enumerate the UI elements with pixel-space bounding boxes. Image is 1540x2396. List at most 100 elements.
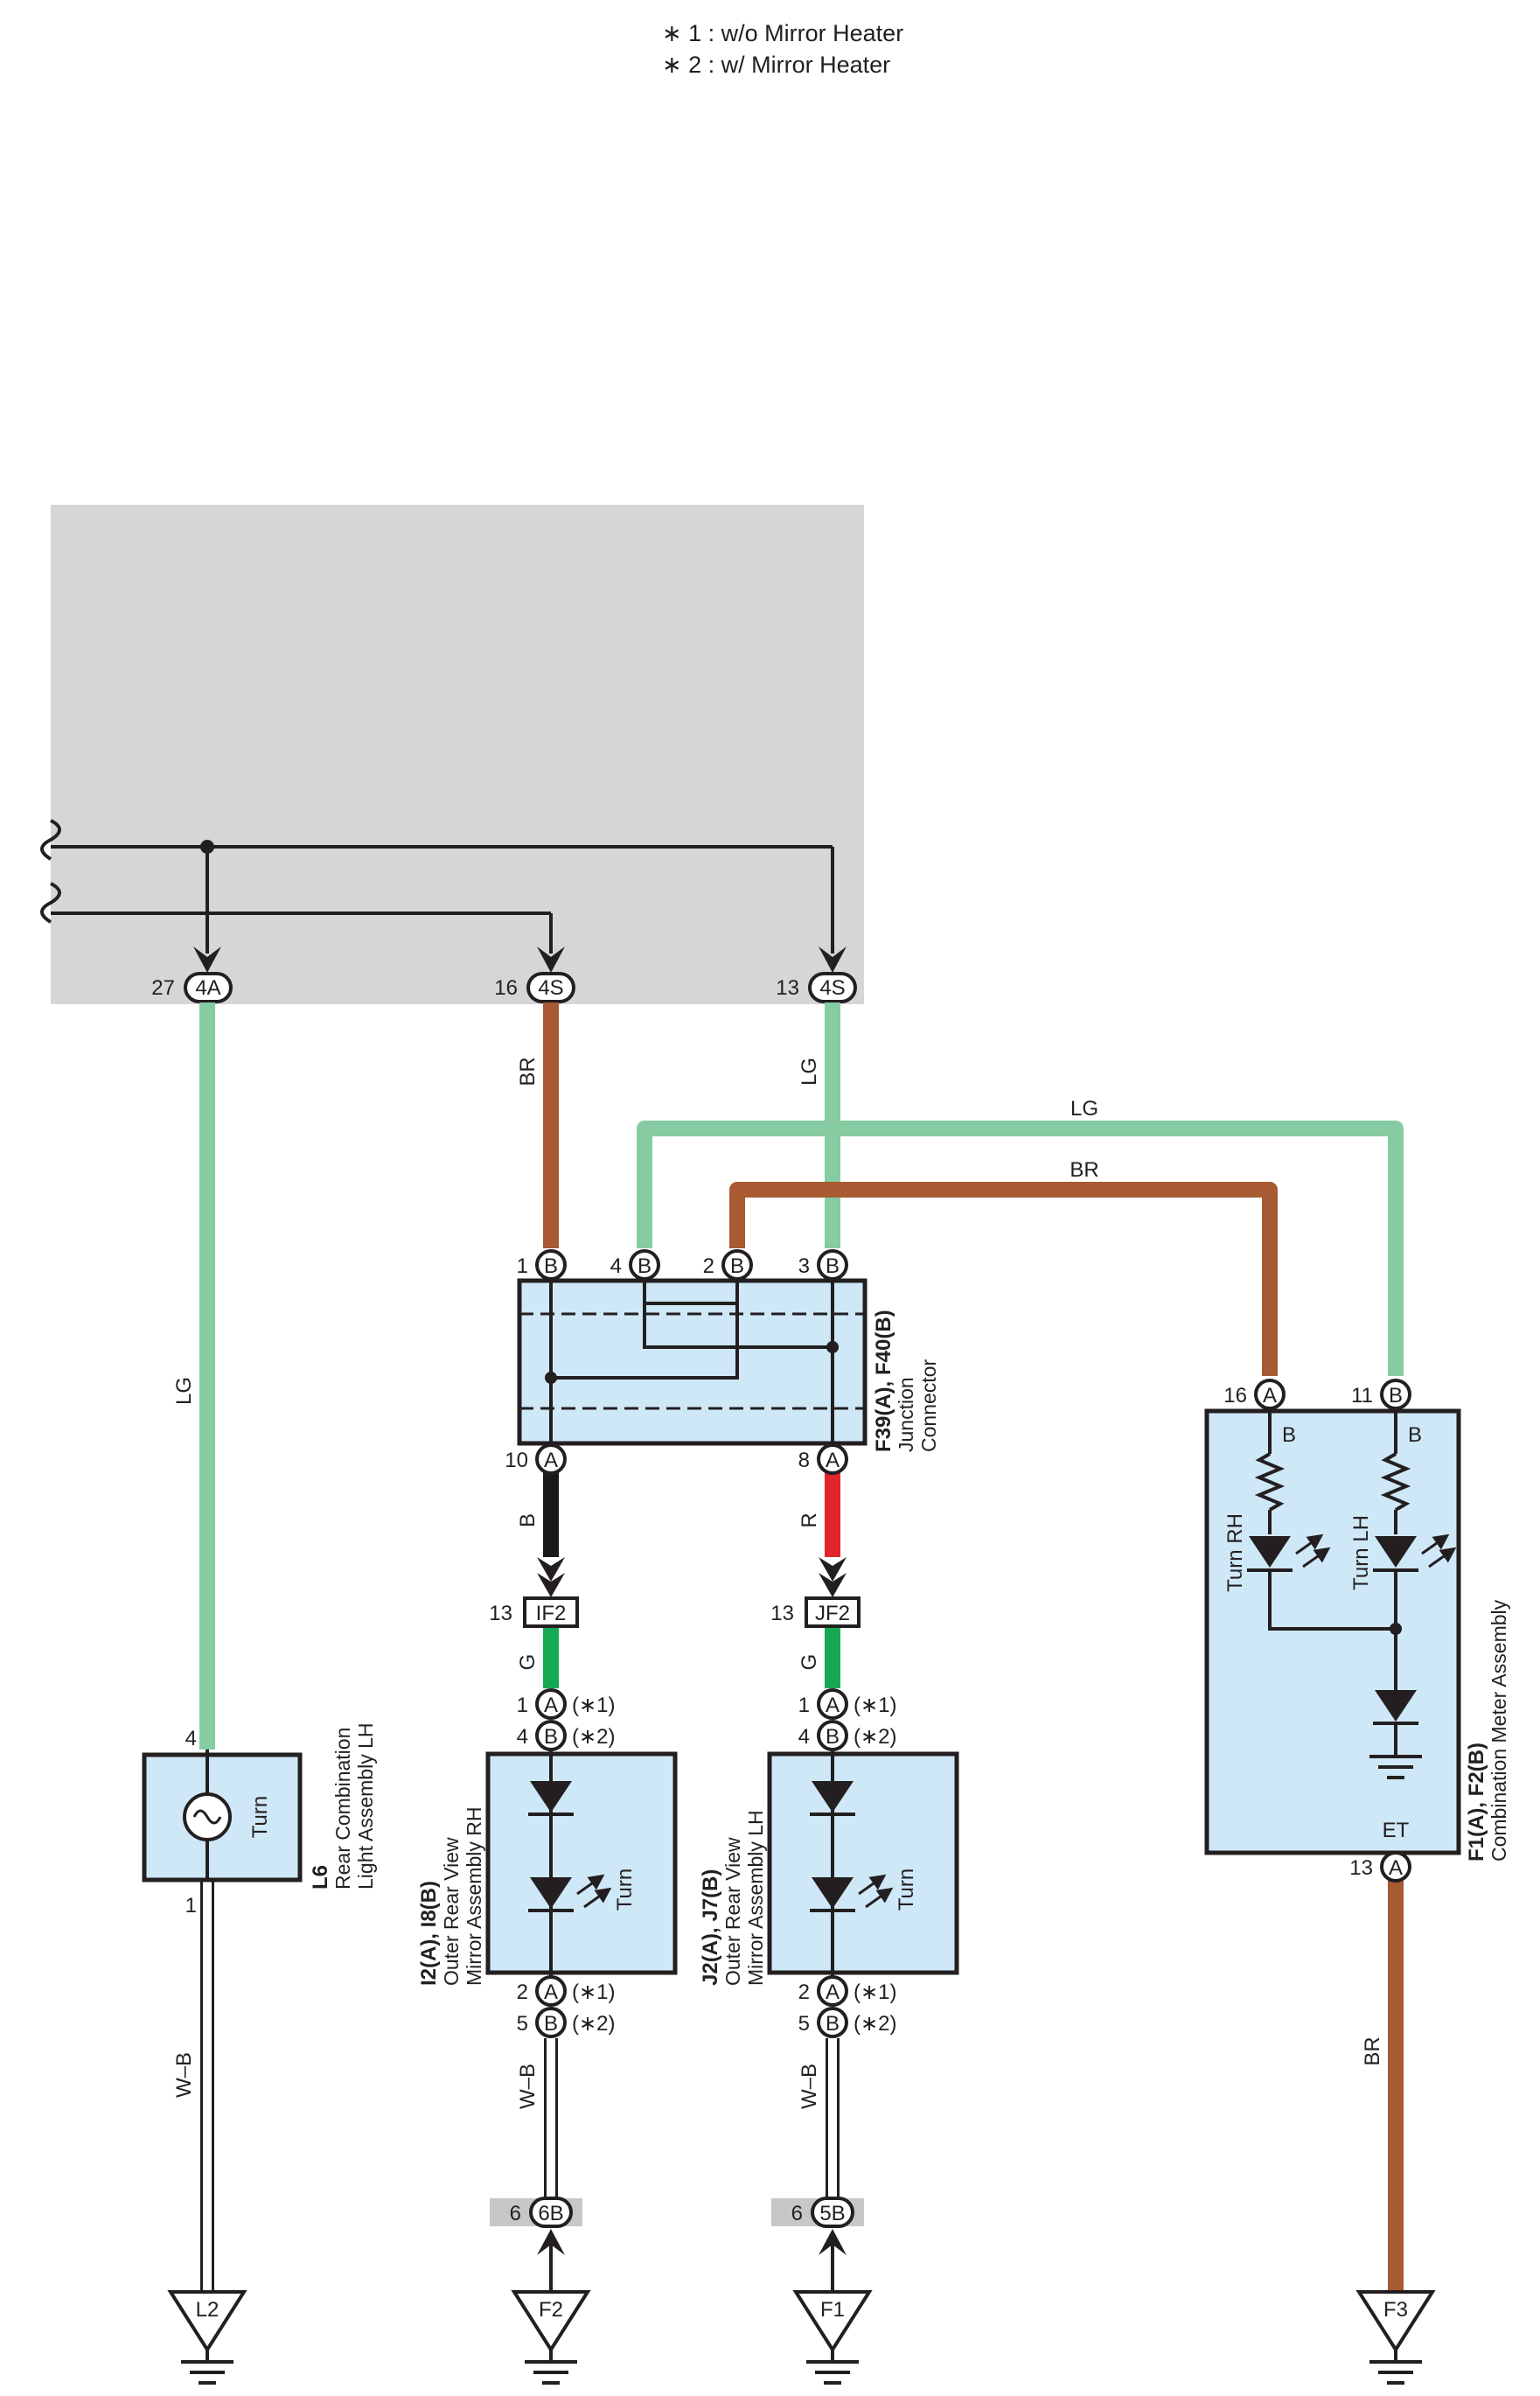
svg-text:(∗2): (∗2) [572,1725,615,1749]
ground-icon [792,2290,873,2353]
mirror-rh-pin-1: A 1 (∗1) [517,1688,615,1720]
svg-text:(∗1): (∗1) [572,1980,615,2004]
outer-mirror-rh: A 1 (∗1) B 4 (∗2) Turn A 2 (∗1) B 5 (∗2 [417,1688,678,2038]
inline-arrows [537,1557,847,1597]
wires [199,1002,1404,2292]
svg-text:5: 5 [517,2012,528,2036]
svg-text:A: A [826,1980,840,2004]
ground-f3: F3 [1355,2290,1436,2385]
svg-text:(∗1): (∗1) [854,1694,896,1717]
meter-turn-rh: Turn RH [1223,1513,1247,1592]
svg-text:13: 13 [489,1602,512,1625]
svg-text:1: 1 [517,1694,528,1717]
note-1: ∗ 1 : w/o Mirror Heater [662,20,903,46]
junction-name-2: Connector [917,1359,940,1452]
wire-label: R [798,1512,821,1527]
svg-text:4: 4 [798,1725,810,1749]
svg-text:6: 6 [791,2202,803,2225]
mirror-lh-pin-1: A 1 (∗1) [798,1688,896,1720]
svg-text:L2: L2 [196,2298,220,2322]
meter-id: F1(A), F2(B) [1465,1743,1488,1862]
led-icon [530,1877,572,1909]
svg-text:11: 11 [1351,1384,1373,1408]
note-2: ∗ 2 : w/ Mirror Heater [662,52,890,78]
splice-connector-6b: 6B 6 [490,2197,582,2290]
svg-text:5: 5 [798,2012,810,2036]
svg-text:B: B [544,1725,558,1749]
meter-pin-16: A 16 [1223,1379,1286,1410]
svg-text:13: 13 [1349,1856,1373,1880]
jc-pin-2: B 2 [703,1249,753,1281]
svg-text:A: A [544,1694,558,1717]
mirror-lh-pin-4: B 4 (∗2) [798,1720,896,1751]
module-arrows [193,947,847,973]
ground-f2: F2 [511,2290,591,2385]
wire-label: W–B [172,2052,196,2098]
wire-label: BR [1361,2036,1384,2065]
wire-label: B [516,1513,540,1527]
l6-inner-label: Turn [248,1796,272,1838]
jc-pin-1: B 1 [517,1249,567,1281]
svg-text:2: 2 [798,1980,810,2004]
svg-text:F2: F2 [539,2298,563,2322]
inline-connector-jf2: JF2 13 [770,1596,861,1628]
jc-pin-4: B 4 [610,1249,660,1281]
meter-pin-13: A 13 [1349,1851,1411,1883]
mirror-lh-name-2: Mirror Assembly LH [744,1810,767,1986]
meter-b-left: B [1282,1423,1296,1447]
svg-text:F3: F3 [1383,2298,1408,2322]
svg-text:3: 3 [798,1254,810,1278]
connector-label: 4S [538,976,563,1000]
svg-text:A: A [1389,1856,1403,1880]
wire-br-top [729,1182,1278,1376]
wire-label: BR [1070,1158,1098,1182]
mirror-rh-pin-4: B 4 (∗2) [517,1720,615,1751]
svg-text:5B: 5B [819,2202,845,2225]
svg-text:(∗1): (∗1) [572,1694,615,1717]
pin-number: 16 [494,976,518,1000]
ground-f1: F1 [792,2290,873,2385]
svg-text:6: 6 [510,2202,521,2225]
led-icon [812,1877,854,1909]
svg-text:(∗2): (∗2) [854,1725,896,1749]
wire-label: W–B [798,2064,821,2109]
led-icon [1249,1536,1291,1568]
module-pin-4a-27: 4A 27 [151,972,233,1003]
mirror-rh-pin-2: A 2 (∗1) [517,1975,615,2007]
wire-label: LG [172,1377,196,1405]
diode-icon [530,1781,572,1813]
meter-turn-lh: Turn LH [1349,1515,1373,1590]
ground-icon [511,2290,591,2353]
ground-icon [167,2290,247,2353]
l6-name-2: Light Assembly LH [354,1723,377,1890]
meter-name: Combination Meter Assembly [1488,1599,1510,1862]
junction-connector: B 1 B 4 B 2 B 3 A 10 A 8 F39(A), [505,1249,940,1475]
svg-text:JF2: JF2 [815,1602,850,1625]
svg-text:10: 10 [505,1449,528,1472]
jc-pin-8: A 8 [798,1443,848,1475]
svg-text:4: 4 [610,1254,622,1278]
mirror-lh-pin-5: B 5 (∗2) [798,2007,896,2038]
svg-text:A: A [544,1980,558,2004]
mirror-lh-inner-label: Turn [895,1869,918,1911]
junction-name-1: Junction [895,1377,917,1452]
svg-text:8: 8 [798,1449,810,1472]
svg-text:4: 4 [517,1725,528,1749]
mirror-lh-pin-2: A 2 (∗1) [798,1975,896,2007]
svg-text:2: 2 [703,1254,714,1278]
connector-label: 4A [195,976,220,1000]
wire-label: W–B [516,2064,540,2109]
svg-text:1: 1 [517,1254,528,1278]
svg-text:IF2: IF2 [536,1602,567,1625]
mirror-rh-id: I2(A), I8(B) [417,1881,441,1986]
mirror-rh-pin-5: B 5 (∗2) [517,2007,615,2038]
svg-text:A: A [1263,1384,1277,1408]
svg-text:B: B [544,2012,558,2036]
svg-text:A: A [826,1449,840,1472]
svg-text:(∗2): (∗2) [572,2012,615,2036]
mirror-rh-name-2: Mirror Assembly RH [463,1807,485,1986]
jc-pin-3: B 3 [798,1249,848,1281]
module-pin-4s-16: 4S 16 [494,972,575,1003]
svg-text:B: B [826,2012,840,2036]
